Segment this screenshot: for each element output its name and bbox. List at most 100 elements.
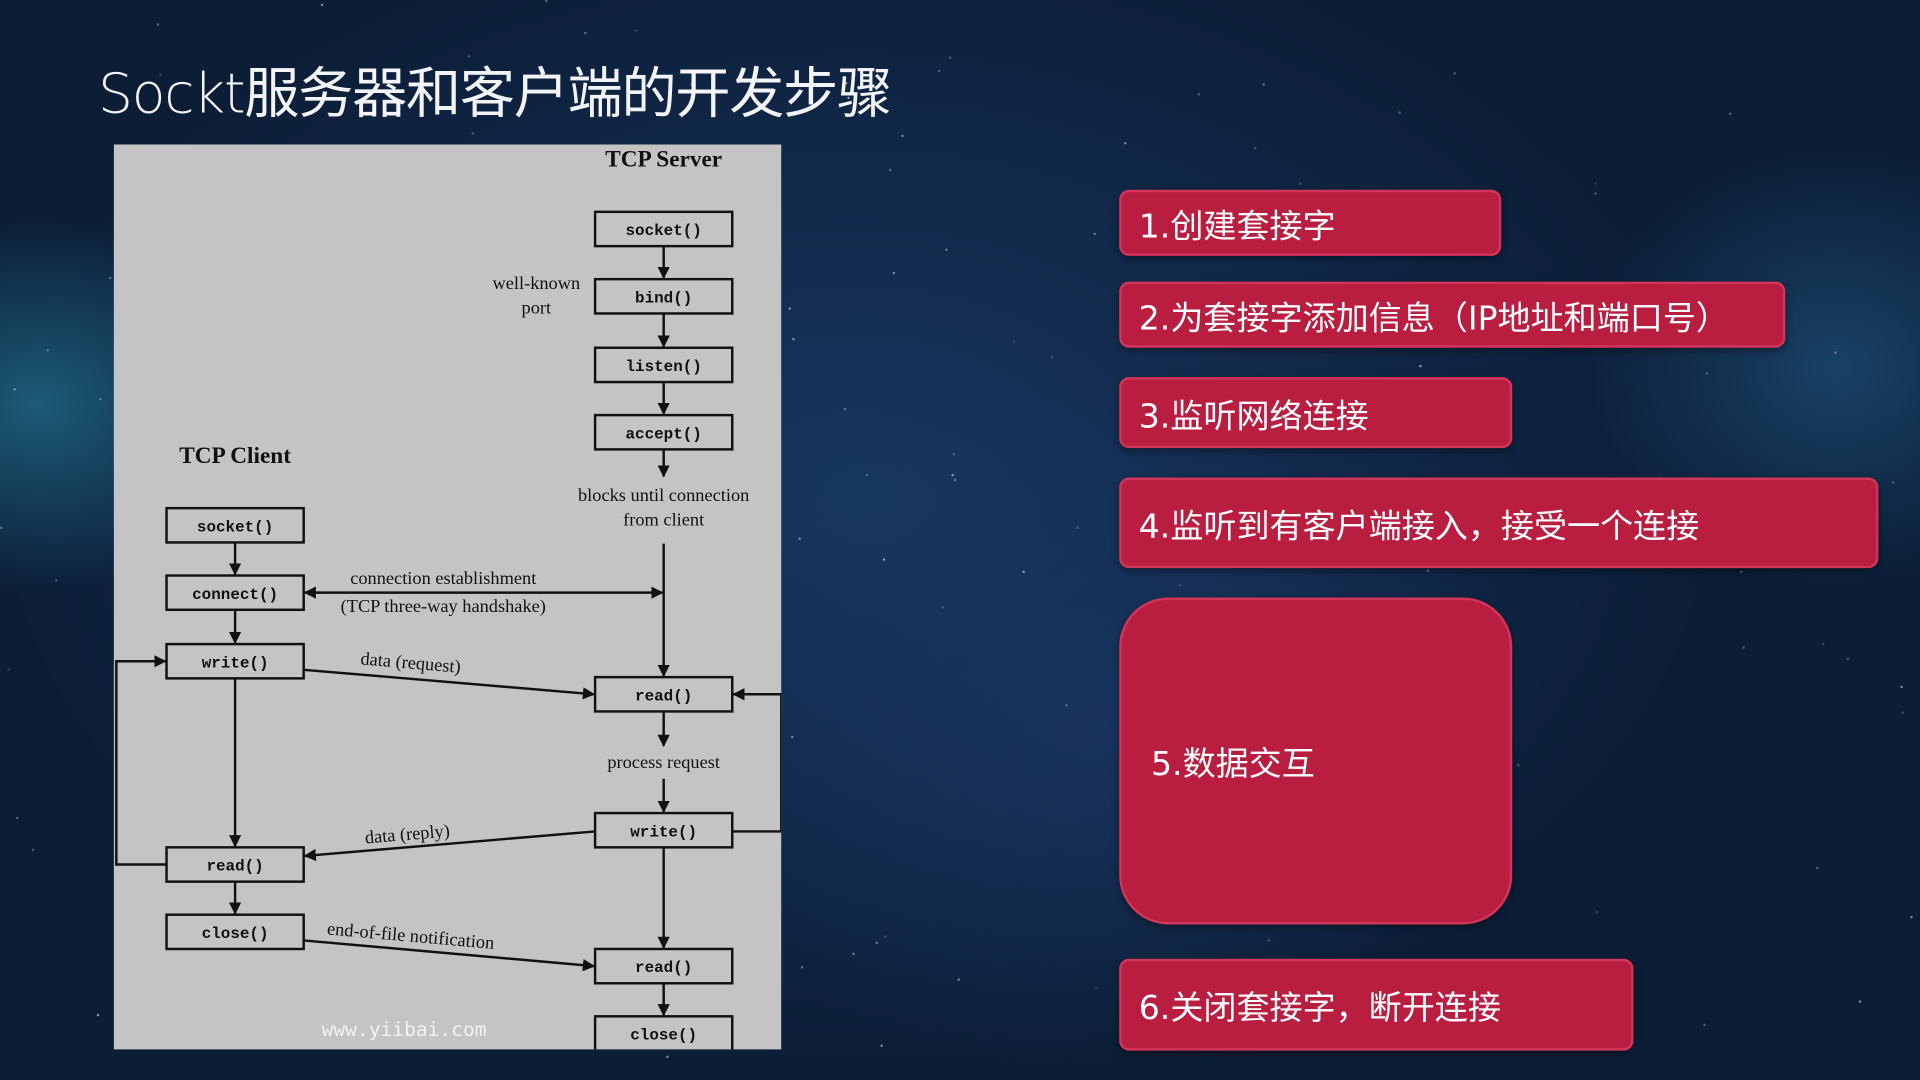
handshake-label: (TCP three-way handshake)	[341, 596, 546, 617]
connection-label: connection establishment	[350, 568, 536, 588]
star	[1123, 142, 1127, 145]
server-accept-box	[593, 413, 734, 451]
star	[159, 73, 162, 77]
star	[665, 1055, 669, 1059]
call-boxes	[165, 210, 734, 1052]
server-call-label: read()	[635, 687, 692, 705]
server-close-box	[593, 1015, 734, 1052]
process-request-label: process request	[607, 752, 720, 772]
star	[55, 579, 59, 583]
star	[852, 953, 855, 956]
step-label: 2.为套接字添加信息（IP地址和端口号）	[1138, 299, 1729, 338]
from-client-label: from client	[623, 509, 704, 529]
star	[845, 81, 848, 84]
star	[1397, 111, 1401, 114]
server-call-label: close()	[630, 1027, 697, 1045]
star	[1453, 71, 1457, 75]
step-3-listen: 3.监听网络连接	[1119, 377, 1513, 449]
tcp-flow-diagram: socket() bind() listen() accept() read()…	[113, 144, 783, 1052]
star	[471, 131, 474, 135]
server-call-label: accept()	[625, 425, 701, 443]
server-socket-box	[593, 210, 734, 248]
star	[791, 735, 794, 738]
star	[1094, 986, 1098, 990]
star	[937, 69, 941, 72]
star	[1859, 1000, 1862, 1004]
server-call-label: socket()	[625, 222, 701, 240]
step-2-bind-info: 2.为套接字添加信息（IP地址和端口号）	[1119, 281, 1786, 348]
star	[1267, 939, 1271, 942]
server-read-box	[593, 675, 734, 713]
client-read-box	[165, 846, 305, 883]
star	[634, 29, 638, 33]
star	[96, 1014, 99, 1017]
star	[880, 1044, 883, 1047]
star	[792, 337, 795, 340]
star	[7, 669, 10, 672]
star	[951, 473, 955, 477]
star	[1594, 910, 1598, 914]
star	[108, 277, 112, 280]
server-write-box	[593, 811, 734, 849]
star	[544, 0, 548, 3]
client-call-label: socket()	[197, 518, 273, 536]
server-read2-box	[593, 947, 734, 985]
star	[1065, 704, 1068, 707]
server-call-label: bind()	[635, 289, 692, 307]
client-heading: TCP Client	[179, 443, 291, 469]
star	[1022, 570, 1025, 573]
star	[0, 526, 3, 529]
star	[1594, 182, 1598, 185]
step-label: 3.监听网络连接	[1138, 397, 1369, 436]
star	[46, 349, 49, 352]
star	[320, 3, 324, 6]
star	[157, 22, 160, 26]
star	[846, 96, 850, 100]
step-1-create-socket: 1.创建套接字	[1119, 189, 1502, 256]
star	[892, 271, 896, 274]
client-call-label: read()	[206, 858, 263, 876]
star	[948, 56, 951, 59]
star	[1833, 350, 1837, 354]
data-request-label: data (request)	[360, 648, 462, 677]
star	[1901, 711, 1905, 714]
client-call-label: write()	[202, 654, 269, 672]
star	[99, 398, 102, 401]
server-listen-box	[593, 346, 734, 384]
server-call-label: read()	[635, 959, 692, 977]
watermark: www.yiibai.com	[322, 1018, 487, 1041]
star	[1892, 481, 1895, 484]
client-call-label: close()	[202, 925, 269, 943]
star	[876, 942, 879, 945]
star	[1702, 1023, 1706, 1027]
star	[1299, 182, 1303, 185]
star	[1728, 113, 1731, 116]
star	[1742, 647, 1746, 650]
step-label: 5.数据交互	[1151, 745, 1315, 784]
star	[1594, 192, 1597, 196]
step-5-data-exchange: 5.数据交互	[1119, 597, 1513, 925]
diagram-svg: socket() bind() listen() accept() read()…	[115, 147, 783, 1052]
star	[1821, 643, 1825, 646]
star	[13, 388, 16, 392]
star	[583, 31, 587, 35]
eof-label: end-of-file notification	[326, 918, 495, 953]
star	[884, 934, 887, 938]
server-bind-box	[593, 277, 734, 315]
star	[1093, 232, 1096, 236]
server-heading: TCP Server	[605, 147, 722, 173]
star	[1816, 866, 1819, 870]
star	[1013, 340, 1016, 343]
star	[1050, 356, 1053, 360]
client-call-label: connect()	[192, 586, 278, 604]
step-4-accept: 4.监听到有客户端接入，接受一个连接	[1119, 477, 1879, 569]
star	[1739, 570, 1743, 573]
step-label: 4.监听到有客户端接入，接受一个连接	[1138, 507, 1700, 546]
star	[800, 965, 804, 969]
server-call-label: listen()	[625, 358, 701, 376]
star	[32, 849, 35, 852]
well-known-label: well-known	[492, 273, 580, 293]
star	[1910, 916, 1913, 919]
port-label: port	[522, 297, 552, 317]
step-label: 6.关闭套接字，断开连接	[1138, 989, 1501, 1028]
